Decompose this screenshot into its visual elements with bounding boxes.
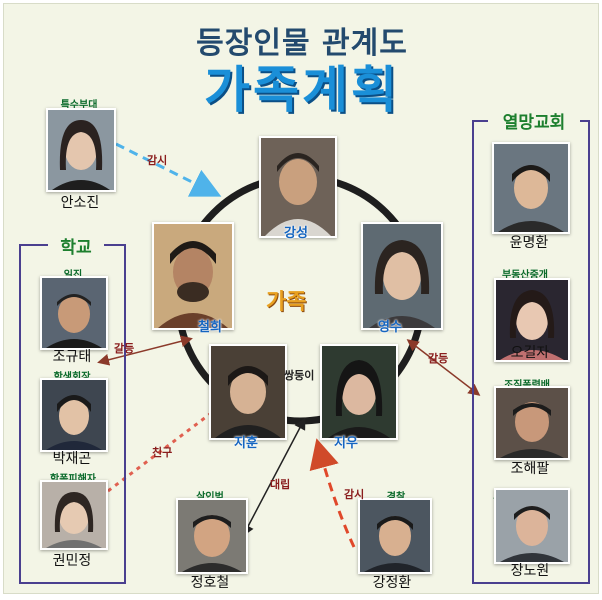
role-jogyutae: 일진: [63, 270, 83, 281]
surveil-arrow-1: [115, 142, 222, 197]
portrait-icon: [211, 346, 285, 438]
portrait-icon: [363, 224, 441, 328]
conflict-line-left: [97, 335, 193, 366]
relation-surveil-2: 감시: [344, 488, 365, 501]
portrait-icon: [178, 500, 246, 572]
role-ogilja: 부동산중개: [502, 270, 548, 281]
photo-jeonghocheol: [176, 498, 248, 574]
confront-line: [242, 417, 306, 537]
photo-gangjeonghwan: [358, 498, 432, 574]
portrait-icon: [496, 388, 568, 458]
name-parkjaegon: 박재곤: [52, 451, 92, 467]
portrait-icon: [322, 346, 396, 438]
photo-cheolhui: [152, 222, 234, 330]
name-jeonghocheol: 정호철: [190, 575, 230, 591]
portrait-icon: [42, 380, 106, 450]
role-ansojin: 특수부대: [60, 100, 98, 111]
portrait-icon: [42, 278, 106, 348]
surveil-arrow-2: [309, 438, 356, 548]
photo-johaepal: [494, 386, 570, 460]
portrait-icon: [42, 482, 106, 548]
name-gangseong: 강성: [284, 226, 308, 241]
photo-ogilja: [494, 278, 570, 362]
relation-confront: 대립: [270, 478, 291, 491]
relation-conflict-right: 갈등: [428, 352, 449, 365]
name-jiu: 지우: [334, 436, 358, 451]
name-yunmyeonghwan: 윤명환: [509, 235, 549, 251]
portrait-icon: [496, 490, 568, 562]
photo-jihun: [209, 344, 287, 440]
photo-yeongsu: [361, 222, 443, 330]
portrait-icon: [48, 110, 114, 190]
church-group-title: 열망교회: [488, 108, 580, 133]
name-jogyutae: 조규태: [52, 349, 92, 365]
name-ogilja: 오길자: [510, 345, 550, 361]
relationship-chart: 등장인물 관계도 가족계획 학교 열망교회 가족 강성 철희 영수 지훈 지우 …: [3, 3, 599, 594]
photo-parkjaegon: [40, 378, 108, 452]
photo-gangseong: [259, 136, 337, 238]
relation-surveil-1: 감시: [147, 154, 168, 167]
name-jihun: 지훈: [234, 436, 258, 451]
photo-jiu: [320, 344, 398, 440]
role-gwonminjeong: 학폭피해자: [50, 474, 96, 485]
name-yeongsu: 영수: [378, 320, 402, 335]
name-cheolhui: 철희: [198, 320, 222, 335]
name-gangjeonghwan: 강정환: [372, 575, 412, 591]
name-johaepal: 조해팔: [510, 461, 550, 477]
relation-twins: 쌍둥이: [284, 369, 315, 382]
portrait-icon: [261, 138, 335, 236]
school-group-title: 학교: [48, 233, 104, 258]
role-jeonghocheol: 살인범: [196, 492, 224, 503]
drama-title: 가족계획: [204, 61, 400, 119]
photo-jogyutae: [40, 276, 108, 350]
portrait-icon: [360, 500, 430, 572]
photo-jangnowon: [494, 488, 570, 564]
role-gangjeonghwan: 경찰: [386, 492, 406, 503]
photo-yunmyeonghwan: [492, 142, 570, 234]
name-jangnowon: 장노원: [510, 563, 550, 579]
relation-friend: 친구: [152, 446, 173, 459]
portrait-icon: [154, 224, 232, 328]
conflict-line-right: [406, 339, 481, 396]
photo-ansojin: [46, 108, 116, 192]
chart-title: 등장인물 관계도: [196, 26, 408, 61]
family-label: 가족: [266, 290, 307, 315]
role-johaepal: 조직폭력배: [504, 380, 550, 391]
relation-conflict-left: 갈등: [114, 342, 135, 355]
portrait-icon: [496, 280, 568, 360]
name-ansojin: 안소진: [60, 195, 100, 211]
portrait-icon: [494, 144, 568, 232]
role-parkjaegon: 학생회장: [53, 372, 91, 383]
photo-gwonminjeong: [40, 480, 108, 550]
name-gwonminjeong: 권민정: [52, 553, 92, 569]
